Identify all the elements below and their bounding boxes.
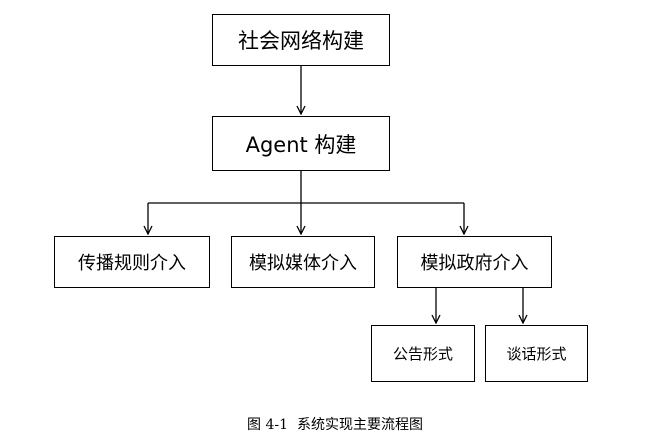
node-agent: Agent 构建 [212, 116, 390, 171]
node-propagation-rule-label: 传播规则介入 [78, 253, 186, 274]
node-announcement-label: 公告形式 [392, 345, 453, 363]
node-government-intervention: 模拟政府介入 [397, 236, 552, 288]
node-social-network: 社会网络构建 [212, 14, 390, 66]
node-media-intervention-label: 模拟媒体介入 [249, 253, 357, 274]
node-dialogue: 谈话形式 [485, 325, 588, 382]
node-propagation-rule: 传播规则介入 [54, 236, 210, 288]
node-media-intervention: 模拟媒体介入 [231, 236, 375, 288]
figure-caption: 图 4-1 系统实现主要流程图 [247, 417, 423, 433]
node-dialogue-label: 谈话形式 [506, 345, 567, 363]
node-agent-label: Agent 构建 [245, 132, 357, 157]
node-announcement: 公告形式 [371, 325, 475, 382]
node-government-intervention-label: 模拟政府介入 [420, 253, 529, 274]
node-social-network-label: 社会网络构建 [238, 29, 364, 53]
